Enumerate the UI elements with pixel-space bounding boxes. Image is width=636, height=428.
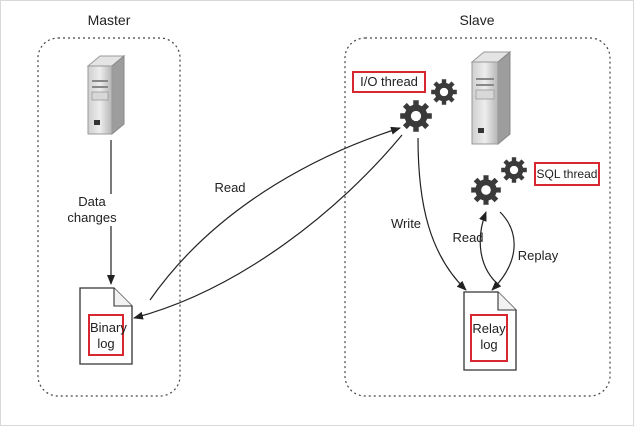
data-changes-line1: Data bbox=[78, 194, 106, 209]
io-thread-label: I/O thread bbox=[352, 71, 426, 93]
replay-arrow bbox=[491, 211, 515, 291]
write-arrow bbox=[417, 137, 467, 291]
read-relay-arrow bbox=[479, 211, 501, 287]
relay-log-line2: log bbox=[480, 337, 498, 352]
slave-title: Slave bbox=[459, 12, 495, 28]
master-server-icon bbox=[86, 54, 126, 136]
binary-log-label: Binary log bbox=[88, 314, 127, 356]
read-arrow-lower bbox=[133, 134, 403, 320]
slave-group-box bbox=[344, 37, 611, 397]
master-title: Master bbox=[87, 12, 131, 28]
relay-log-label: Relay log bbox=[470, 314, 508, 362]
binary-log-line2: log bbox=[97, 336, 115, 351]
read-arrow-upper bbox=[149, 126, 401, 301]
data-changes-line2: changes bbox=[67, 210, 117, 225]
gear-hole bbox=[410, 110, 422, 122]
gear-hole bbox=[481, 185, 491, 195]
read-arrow-label: Read bbox=[214, 180, 246, 195]
gear-hole bbox=[509, 165, 519, 175]
gear-hole bbox=[439, 87, 449, 97]
master-group-box bbox=[37, 37, 181, 397]
sql-thread-label: SQL thread bbox=[534, 162, 600, 186]
replay-arrow-label: Replay bbox=[517, 248, 559, 263]
read-relay-arrow-label: Read bbox=[452, 230, 484, 245]
write-arrow-label: Write bbox=[390, 216, 422, 231]
relay-log-line1: Relay bbox=[472, 321, 506, 336]
io-thread-gear-icon bbox=[400, 79, 457, 132]
sql-thread-gear-icon bbox=[471, 157, 527, 205]
binary-log-line1: Binary bbox=[90, 320, 127, 335]
slave-server-icon bbox=[470, 50, 512, 146]
data-changes-label: Data changes bbox=[64, 194, 120, 226]
